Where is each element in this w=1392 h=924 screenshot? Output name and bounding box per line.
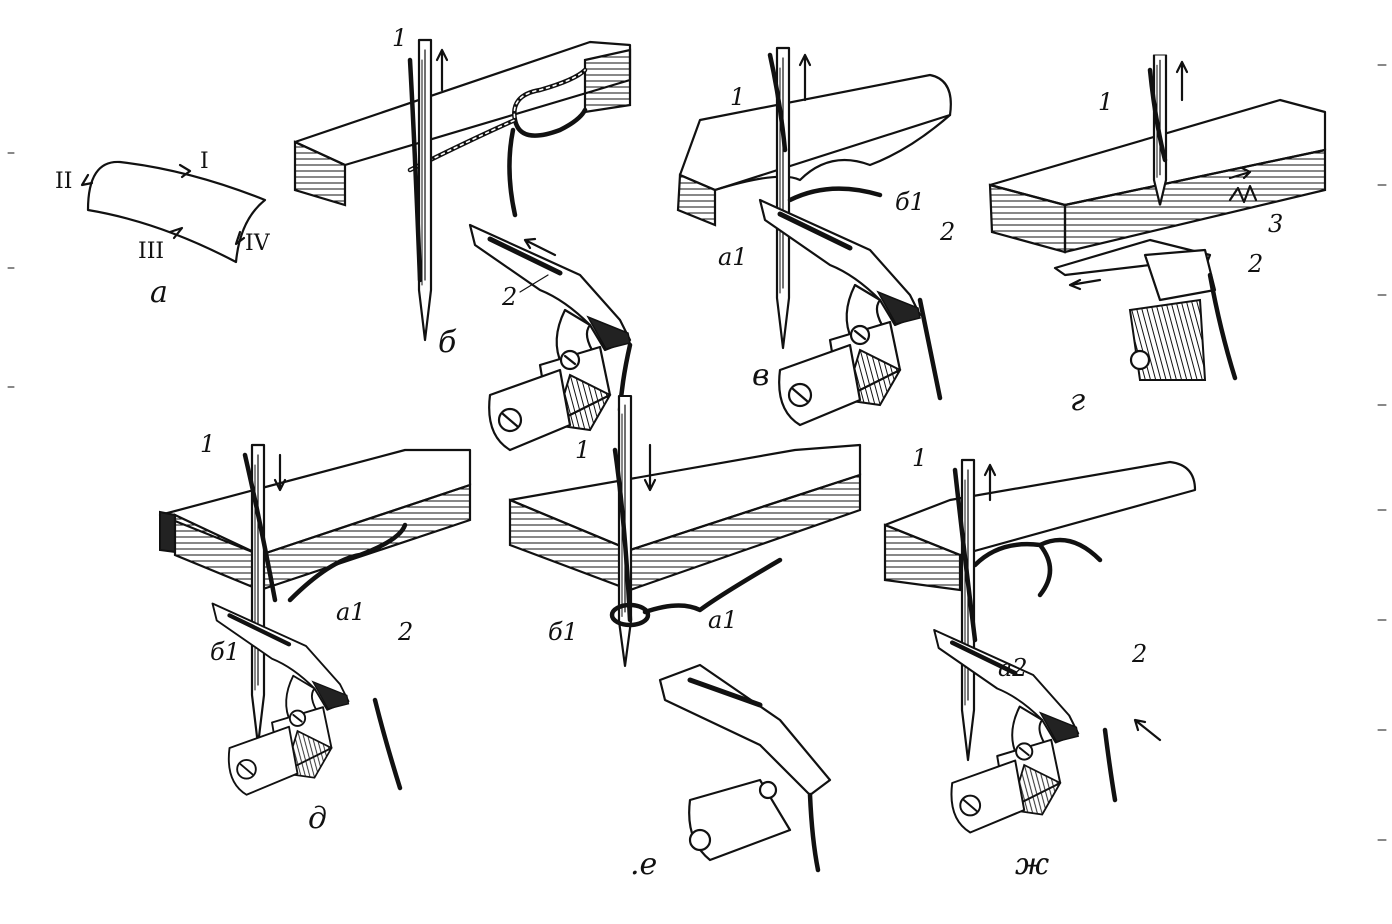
callout-1: 1 (200, 430, 215, 458)
panel-d: 1 2 а1 б1 д (158, 430, 472, 836)
direction-I: I (200, 149, 209, 174)
callout-2: 2 (397, 618, 413, 646)
callout-a1: а1 (718, 243, 748, 271)
panel-b: 1 2 б (293, 24, 630, 450)
callout-1: 1 (575, 436, 590, 464)
direction-IV: IV (245, 231, 271, 256)
panel-label-v: в (752, 358, 769, 393)
margin-ticks (7, 64, 1387, 841)
callout-1: 1 (730, 83, 745, 111)
panel-v: 1 2 б1 а1 в (676, 46, 955, 425)
callout-2: 2 (501, 283, 517, 311)
panel-e: 1 б1 а1 .е (508, 394, 862, 882)
callout-2: 2 (1131, 640, 1147, 668)
panel-a: I II III IV а (55, 149, 271, 310)
direction-III: III (138, 239, 164, 264)
panel-label-b: б (438, 325, 457, 360)
panel-label-d: д (308, 801, 327, 836)
callout-1: 1 (1098, 88, 1113, 116)
callout-1: 1 (912, 444, 927, 472)
direction-II: II (55, 169, 72, 194)
callout-2: 2 (1247, 250, 1263, 278)
callout-a2: а2 (998, 654, 1028, 682)
callout-3: 3 (1268, 210, 1283, 238)
callout-a1: а1 (708, 606, 738, 634)
panel-label-zh: ж (1015, 847, 1049, 882)
panel-g: 1 2 3 г (988, 53, 1327, 418)
direction-path (86, 160, 267, 264)
panel-label-a: а (150, 275, 168, 310)
callout-a1: а1 (336, 598, 366, 626)
callout-1: 1 (392, 24, 407, 52)
callout-b1: б1 (548, 618, 578, 646)
panel-zh: 1 2 а2 ж (883, 444, 1197, 882)
panel-label-e: .е (630, 847, 657, 882)
callout-b1: б1 (895, 188, 925, 216)
callout-b1: б1 (210, 638, 240, 666)
panel-label-g: г (1070, 383, 1085, 418)
callout-2: 2 (939, 218, 955, 246)
